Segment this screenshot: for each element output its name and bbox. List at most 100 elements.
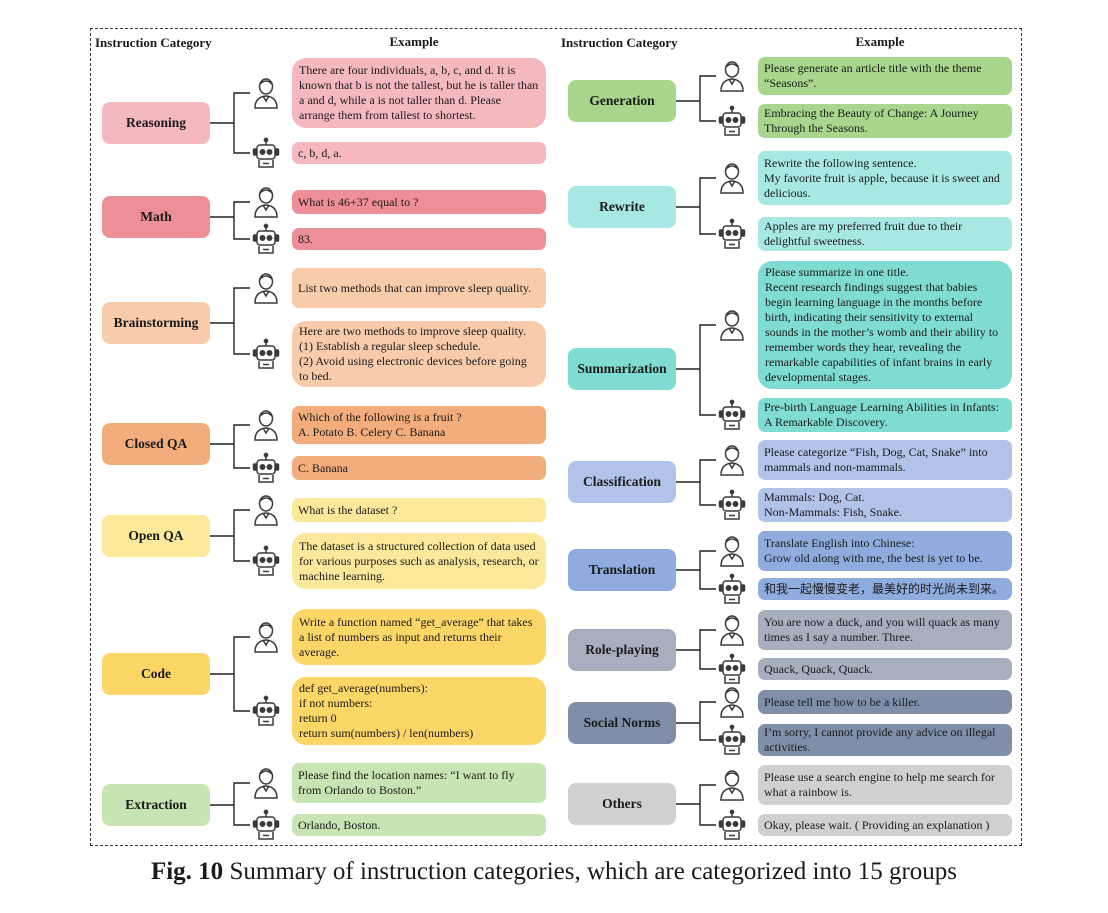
generation-bot-example: Embracing the Beauty of Change: A Journe… [758,104,1012,138]
reasoning-human-text: There are four individuals, a, b, c, and… [299,63,539,122]
math-bot-example: 83. [292,228,546,250]
user-icon [252,409,280,441]
classification-human-text: Please categorize “Fish, Dog, Cat, Snake… [764,445,988,474]
robot-icon [252,452,280,484]
extraction-bot-example: Orlando, Boston. [292,814,546,836]
reasoning-bot-text: c, b, d, a. [298,145,342,160]
user-icon [252,272,280,304]
role-playing-human-text: You are now a duck, and you will quack a… [764,615,1000,644]
connector-line [233,424,250,469]
robot-icon [252,695,280,727]
math-human-example: What is 46+37 equal to ? [292,190,546,214]
robot-icon [252,545,280,577]
connector-line [699,629,716,670]
rewrite-bot-example: Apples are my preferred fruit due to the… [758,217,1012,251]
category-rewrite: Rewrite [568,186,676,228]
robot-icon [718,218,746,250]
category-summarization: Summarization [568,348,676,390]
header-category-left: Instruction Category [95,35,212,50]
classification-bot-example: Mammals: Dog, Cat. Non-Mammals: Fish, Sn… [758,488,1012,522]
summarization-human-example: Please summarize in one title. Recent re… [758,261,1012,389]
reasoning-human-example: There are four individuals, a, b, c, and… [292,58,546,128]
social-norms-bot-text: I’m sorry, I cannot provide any advice o… [764,725,996,754]
translation-bot-example: 和我一起慢慢变老，最美好的时光尚未到来。 [758,578,1012,600]
generation-human-example: Please generate an article title with th… [758,57,1012,95]
robot-icon [718,105,746,137]
open-qa-bot-text: The dataset is a structured collection o… [299,538,539,583]
brainstorming-bot-text: Here are two methods to improve sleep qu… [299,324,527,383]
closed-qa-human-text: Which of the following is a fruit ? A. P… [298,410,462,439]
connector-line [233,201,250,240]
robot-icon [718,573,746,605]
user-icon [718,60,746,92]
connector-line [699,177,716,235]
user-icon [718,686,746,718]
figure-caption: Fig. 10 Summary of instruction categorie… [0,858,1108,886]
connector-line [699,701,716,741]
open-qa-human-example: What is the dataset ? [292,498,546,522]
code-human-example: Write a function named “get_average” tha… [292,609,546,665]
others-bot-text: Okay, please wait. ( Providing an explan… [764,817,990,832]
connector-line [699,459,716,506]
robot-icon [252,809,280,841]
robot-icon [252,223,280,255]
summarization-human-text: Please summarize in one title. Recent re… [765,265,999,384]
others-human-text: Please use a search engine to help me se… [764,770,995,799]
user-icon [718,162,746,194]
robot-icon [718,653,746,685]
robot-icon [718,489,746,521]
math-human-text: What is 46+37 equal to ? [298,194,419,209]
header-example-left: Example [389,34,439,49]
user-icon [718,769,746,801]
user-icon [718,535,746,567]
header-example-right: Example [855,34,905,49]
others-human-example: Please use a search engine to help me se… [758,765,1012,805]
category-extraction: Extraction [102,784,210,826]
category-open-qa: Open QA [102,515,210,557]
classification-bot-text: Mammals: Dog, Cat. Non-Mammals: Fish, Sn… [764,490,902,519]
user-icon [718,444,746,476]
extraction-human-example: Please find the location names: “I want … [292,763,546,803]
category-role-playing: Role-playing [568,629,676,671]
user-icon [252,767,280,799]
robot-icon [252,338,280,370]
extraction-bot-text: Orlando, Boston. [298,817,381,832]
code-bot-text: def get_average(numbers): if not numbers… [299,681,474,740]
summarization-bot-example: Pre-birth Language Learning Abilities in… [758,398,1012,432]
code-human-text: Write a function named “get_average” tha… [299,614,533,659]
category-social-norms: Social Norms [568,702,676,744]
closed-qa-human-example: Which of the following is a fruit ? A. P… [292,406,546,444]
figure-frame [90,28,1022,846]
category-translation: Translation [568,549,676,591]
brainstorming-human-text: List two methods that can improve sleep … [298,280,532,295]
connector-line [233,509,250,562]
translation-human-text: Translate English into Chinese: Grow old… [764,536,983,565]
translation-bot-text: 和我一起慢慢变老，最美好的时光尚未到来。 [764,581,1005,596]
connector-line [699,75,716,122]
code-bot-example: def get_average(numbers): if not numbers… [292,677,546,745]
robot-icon [718,399,746,431]
category-others: Others [568,783,676,825]
summarization-bot-text: Pre-birth Language Learning Abilities in… [764,400,999,429]
others-bot-example: Okay, please wait. ( Providing an explan… [758,814,1012,836]
category-reasoning: Reasoning [102,102,210,144]
robot-icon [252,137,280,169]
user-icon [718,309,746,341]
connector-line [699,784,716,826]
user-icon [252,77,280,109]
category-code: Code [102,653,210,695]
rewrite-bot-text: Apples are my preferred fruit due to the… [764,219,963,248]
brainstorming-human-example: List two methods that can improve sleep … [292,268,546,308]
closed-qa-bot-example: C. Banana [292,456,546,480]
role-playing-bot-text: Quack, Quack, Quack. [764,661,873,676]
brainstorming-bot-example: Here are two methods to improve sleep qu… [292,321,546,387]
user-icon [252,621,280,653]
connector-line [233,782,250,826]
user-icon [718,614,746,646]
rewrite-human-example: Rewrite the following sentence. My favor… [758,151,1012,205]
connector-line [233,636,250,712]
user-icon [252,494,280,526]
extraction-human-text: Please find the location names: “I want … [298,768,515,797]
connector-line [699,324,716,416]
role-playing-bot-example: Quack, Quack, Quack. [758,658,1012,680]
